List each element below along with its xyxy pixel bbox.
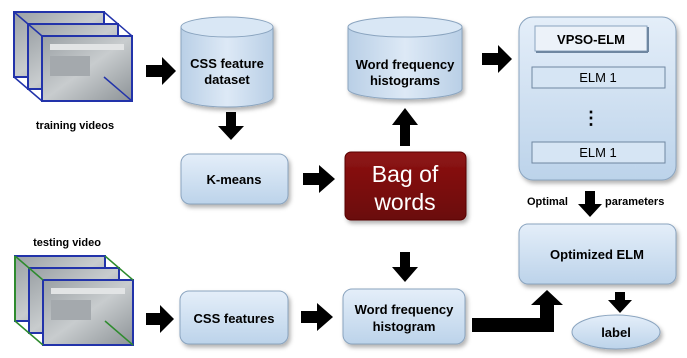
training-video-frames-icon [13, 11, 133, 102]
kmeans-label: K-means [207, 172, 262, 187]
arrow-icon [472, 290, 563, 332]
training-videos-label: training videos [36, 120, 114, 132]
word-frequency-histogram-box [342, 288, 466, 345]
arrow-icon [392, 108, 418, 146]
elm-ellipsis: ⋮ [582, 108, 600, 128]
kmeans-box [180, 153, 289, 205]
css-features-box [179, 290, 289, 345]
label-ellipse [571, 314, 661, 350]
css-feature-dataset-label-line2: dataset [204, 72, 250, 87]
elm-box-bottom [531, 141, 666, 164]
css-feature-dataset-label-line1: CSS feature [190, 56, 264, 71]
vpso-elm-panel [518, 16, 677, 181]
word-frequency-histograms-label-line2: histograms [370, 73, 440, 88]
word-frequency-histogram-label-line1: Word frequency [355, 302, 454, 317]
vpso-elm-title: VPSO-ELM [557, 32, 625, 47]
word-frequency-histograms-label-line1: Word frequency [356, 57, 455, 72]
arrow-icon [482, 45, 512, 73]
elm-top-label: ELM 1 [579, 70, 617, 85]
optimized-elm-box [518, 223, 677, 285]
arrow-icon [578, 191, 602, 217]
label-output: label [601, 325, 631, 340]
bag-of-words-box [344, 151, 467, 221]
word-frequency-histogram-label-line2: histogram [373, 319, 436, 334]
arrow-icon [146, 305, 174, 333]
parameters-label: parameters [605, 196, 664, 208]
optimized-elm-label: Optimized ELM [550, 247, 644, 262]
testing-video-frames-icon [14, 255, 134, 346]
arrow-icon [146, 57, 176, 85]
css-feature-dataset-cylinder [180, 16, 274, 108]
arrow-icon [392, 252, 418, 282]
arrow-icon [608, 292, 632, 313]
word-frequency-histograms-cylinder [347, 16, 463, 100]
elm-box-top [531, 66, 666, 89]
elm-bottom-label: ELM 1 [579, 145, 617, 160]
arrow-icon [301, 303, 333, 331]
css-features-label: CSS features [194, 311, 275, 326]
testing-video-label: testing video [33, 237, 101, 249]
arrow-icon [218, 112, 244, 140]
bag-of-words-label-line2: words [373, 189, 435, 215]
optimal-label: Optimal [527, 196, 568, 208]
arrow-icon [303, 165, 335, 193]
bag-of-words-label-line1: Bag of [372, 161, 439, 187]
